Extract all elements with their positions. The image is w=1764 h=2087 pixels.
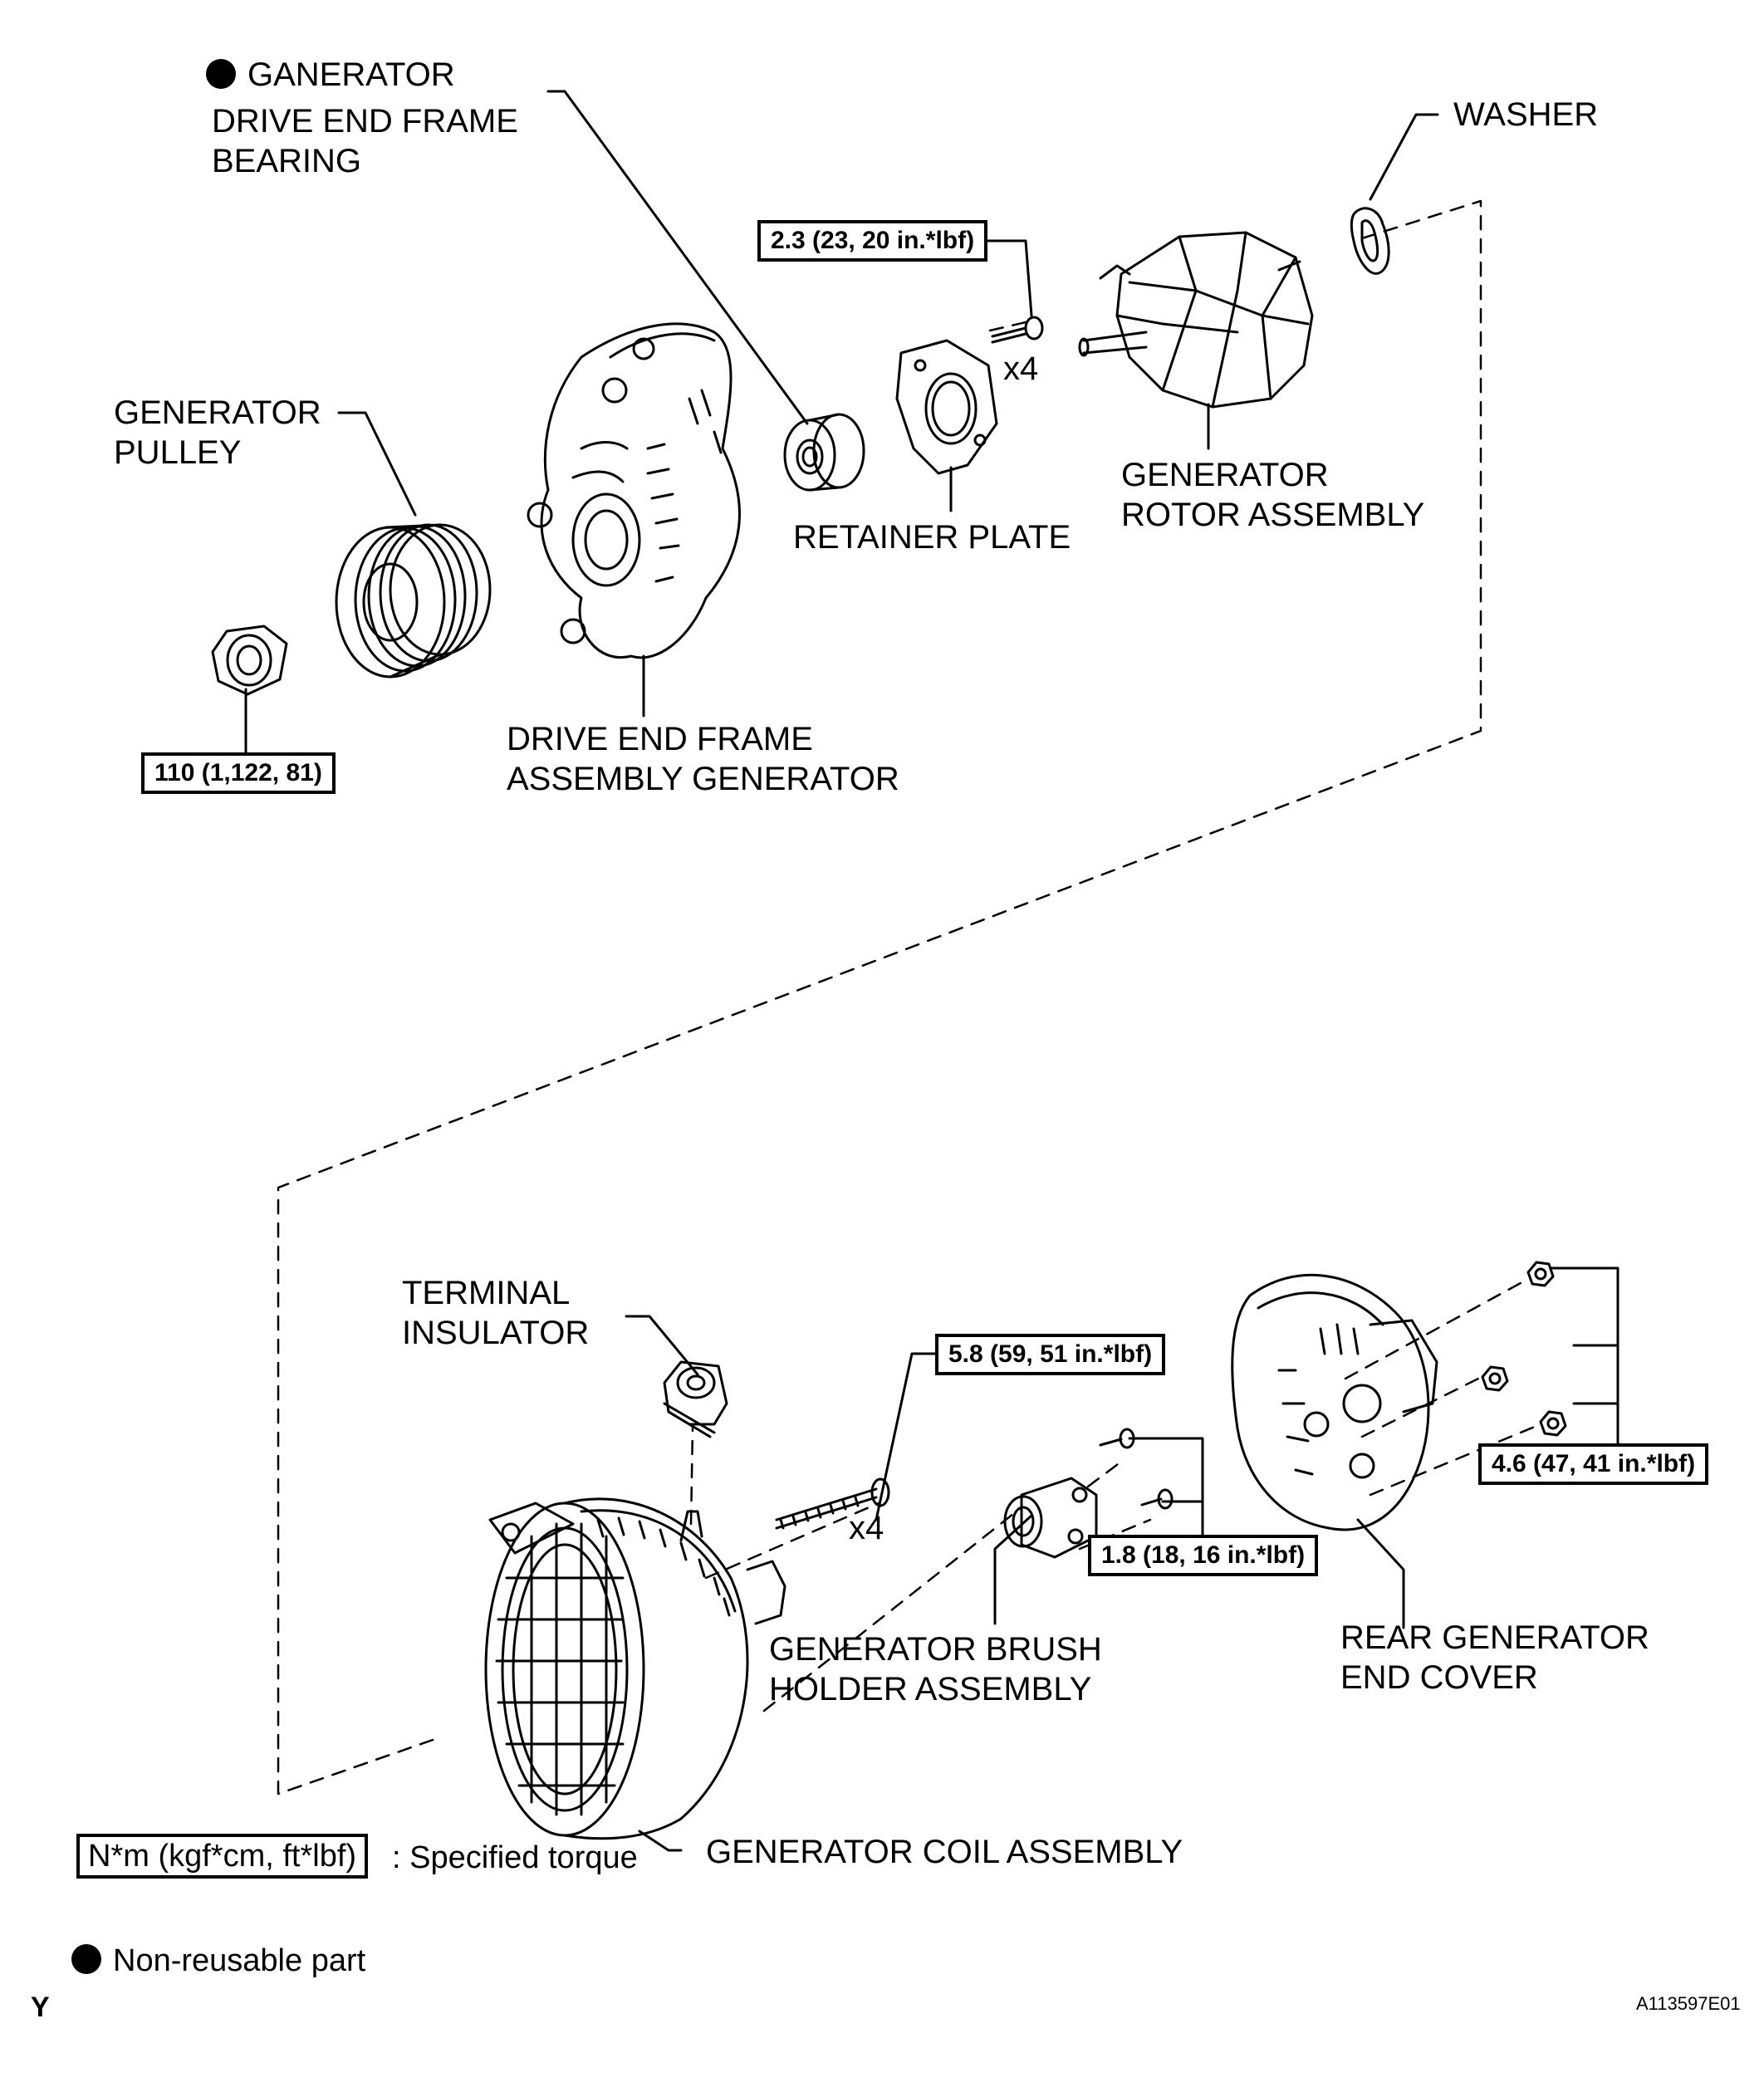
coil-label: GENERATOR COIL ASSEMBLY [706, 1834, 1183, 1870]
legend-torque-text: : Specified torque [392, 1840, 638, 1875]
brush-holder-drawing [1003, 1477, 1098, 1559]
through-bolt-qty: x4 [849, 1510, 884, 1546]
drive-end-frame-label-line2: ASSEMBLY GENERATOR [507, 761, 899, 797]
pulley-label-line1: GENERATOR [114, 394, 321, 431]
brush-holder-screws-drawing [1099, 1428, 1174, 1510]
torque-brush-holder: 1.8 (18, 16 in.*lbf) [1088, 1535, 1319, 1576]
retainer-plate-drawing [895, 339, 998, 475]
drive-end-frame-label-line1: DRIVE END FRAME [507, 721, 813, 757]
terminal-insulator-label-line1: TERMINAL [402, 1275, 571, 1311]
rotor-label-line2: ROTOR ASSEMBLY [1121, 497, 1425, 533]
nonreusable-dot-icon [71, 1944, 101, 1974]
bearing-drawing [783, 413, 865, 492]
rear-cover-label-line2: END COVER [1340, 1659, 1538, 1696]
legend-nonreusable: Non-reusable part [71, 1941, 365, 1981]
retainer-plate-label: RETAINER PLATE [793, 519, 1071, 556]
washer-label: WASHER [1453, 96, 1599, 133]
drive-end-frame-drawing [527, 322, 741, 659]
through-bolt-drawing [775, 1477, 890, 1530]
generator-pulley-drawing [335, 523, 492, 679]
rotor-label-line1: GENERATOR [1121, 457, 1329, 493]
bearing-label-line2: DRIVE END FRAME [212, 103, 518, 140]
torque-rear-cover: 4.6 (47, 41 in.*lbf) [1478, 1443, 1709, 1485]
nonreusable-dot-icon [206, 59, 236, 89]
terminal-insulator-label-line2: INSULATOR [402, 1315, 590, 1351]
terminal-insulator-drawing [663, 1360, 728, 1438]
torque-pulley-nut: 110 (1,122, 81) [141, 752, 336, 794]
coil-assembly-drawing [484, 1497, 786, 1840]
pulley-nut-drawing [211, 625, 288, 696]
bearing-label-line3: BEARING [212, 143, 362, 179]
rear-cover-label-line1: REAR GENERATOR [1340, 1619, 1649, 1656]
figure-id: A113597E01 [1636, 1993, 1741, 2014]
rotor-assembly-drawing [1078, 231, 1314, 409]
footer-mark: Y [31, 1991, 50, 2023]
rear-cover-drawing [1231, 1273, 1438, 1531]
torque-through-bolt: 5.8 (59, 51 in.*lbf) [935, 1334, 1166, 1375]
rear-cover-nuts-drawing [1481, 1261, 1567, 1437]
leader-lines [244, 90, 1619, 1852]
bearing-label-line1: GANERATOR [206, 55, 455, 95]
pulley-label-line2: PULLEY [114, 434, 242, 471]
brush-holder-label-line2: HOLDER ASSEMBLY [769, 1671, 1092, 1707]
retainer-screw-qty: x4 [1003, 350, 1039, 387]
washer-drawing [1350, 207, 1390, 275]
torque-retainer: 2.3 (23, 20 in.*lbf) [757, 220, 988, 262]
retainer-screw-drawing [991, 316, 1044, 344]
brush-holder-label-line1: GENERATOR BRUSH [769, 1631, 1102, 1668]
legend-torque-box: N*m (kgf*cm, ft*lbf) [76, 1834, 369, 1879]
